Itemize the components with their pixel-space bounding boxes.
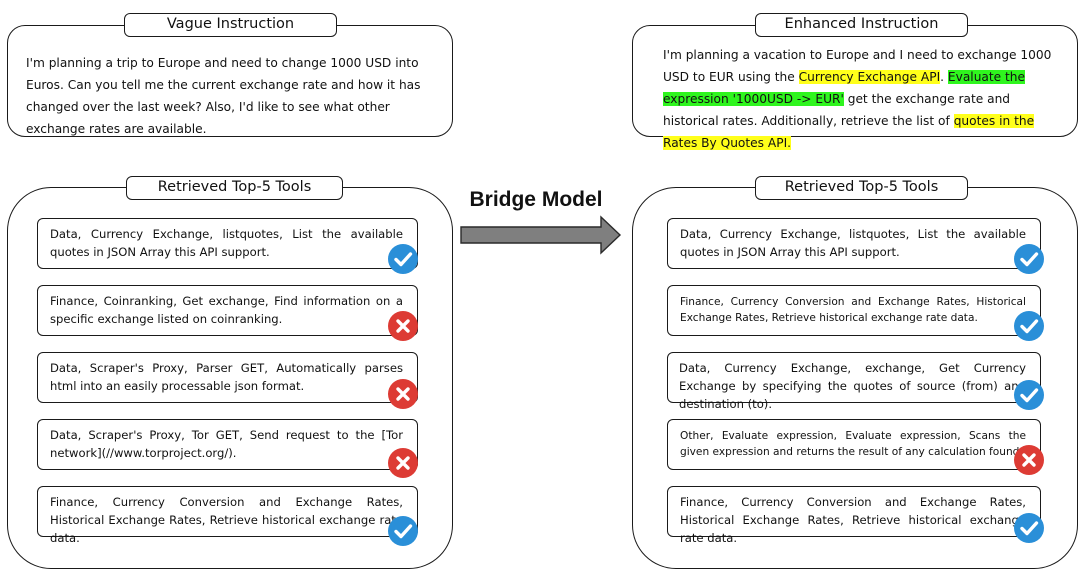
left-tool-text-5: Finance, Currency Conversion and Exchang… [50, 495, 403, 545]
left-tool-text-1: Data, Currency Exchange, listquotes, Lis… [50, 227, 403, 259]
right-tool-text-4: Other, Evaluate expression, Evaluate exp… [680, 430, 1026, 458]
cross-circle-icon [1014, 445, 1044, 475]
right-tool-text-1: Data, Currency Exchange, listquotes, Lis… [680, 227, 1026, 259]
cross-circle-icon [388, 379, 418, 409]
check-circle-icon [388, 516, 418, 546]
right-tool-text-2: Finance, Currency Conversion and Exchang… [680, 296, 1026, 324]
left-tools-title: Retrieved Top-5 Tools [126, 176, 343, 200]
right-tool-card-3: Data, Currency Exchange, exchange, Get C… [667, 352, 1041, 411]
cross-circle-icon [388, 448, 418, 478]
right-tool-text-5: Finance, Currency Conversion and Exchang… [680, 495, 1026, 545]
bridge-arrow-icon [460, 215, 622, 255]
left-tool-card-2: Finance, Coinranking, Get exchange, Find… [37, 285, 418, 336]
left-tool-card-1: Data, Currency Exchange, listquotes, Lis… [37, 218, 418, 269]
enhanced-instruction-box: I'm planning a vacation to Europe and I … [632, 25, 1078, 150]
vague-instruction-box: I'm planning a trip to Europe and need t… [7, 25, 453, 137]
instruction-segment: I'm planning a vacation to Europe and I … [663, 48, 1052, 84]
left-tool-text-4: Data, Scraper's Proxy, Tor GET, Send req… [50, 428, 403, 460]
right-tools-title: Retrieved Top-5 Tools [755, 176, 968, 200]
vague-instruction-text: I'm planning a trip to Europe and need t… [26, 56, 421, 136]
left-tool-card-5: Finance, Currency Conversion and Exchang… [37, 486, 418, 545]
bridge-model-label: Bridge Model [469, 188, 603, 211]
right-tool-text-3: Data, Currency Exchange, exchange, Get C… [679, 361, 1026, 411]
vague-instruction-title: Vague Instruction [124, 13, 337, 37]
enhanced-instruction-title: Enhanced Instruction [755, 13, 968, 37]
check-circle-icon [1014, 513, 1044, 543]
enhanced-instruction-text: I'm planning a vacation to Europe and I … [663, 44, 1068, 154]
instruction-segment: get the exchange rate and historical rat… [663, 92, 1011, 128]
check-circle-icon [1014, 311, 1044, 341]
check-circle-icon [388, 244, 418, 274]
right-tool-card-1: Data, Currency Exchange, listquotes, Lis… [667, 218, 1041, 269]
instruction-segment: . [940, 70, 948, 84]
highlighted-segment-yellow: Currency Exchange API [798, 70, 941, 84]
check-circle-icon [1014, 380, 1044, 410]
left-tool-card-4: Data, Scraper's Proxy, Tor GET, Send req… [37, 419, 418, 470]
check-circle-icon [1014, 244, 1044, 274]
right-tool-card-5: Finance, Currency Conversion and Exchang… [667, 486, 1041, 545]
cross-circle-icon [388, 311, 418, 341]
left-tool-card-3: Data, Scraper's Proxy, Parser GET, Autom… [37, 352, 418, 403]
right-tool-card-4: Other, Evaluate expression, Evaluate exp… [667, 419, 1041, 470]
left-tool-text-3: Data, Scraper's Proxy, Parser GET, Autom… [50, 361, 403, 393]
right-tool-card-2: Finance, Currency Conversion and Exchang… [667, 285, 1041, 336]
left-tool-text-2: Finance, Coinranking, Get exchange, Find… [50, 294, 403, 326]
